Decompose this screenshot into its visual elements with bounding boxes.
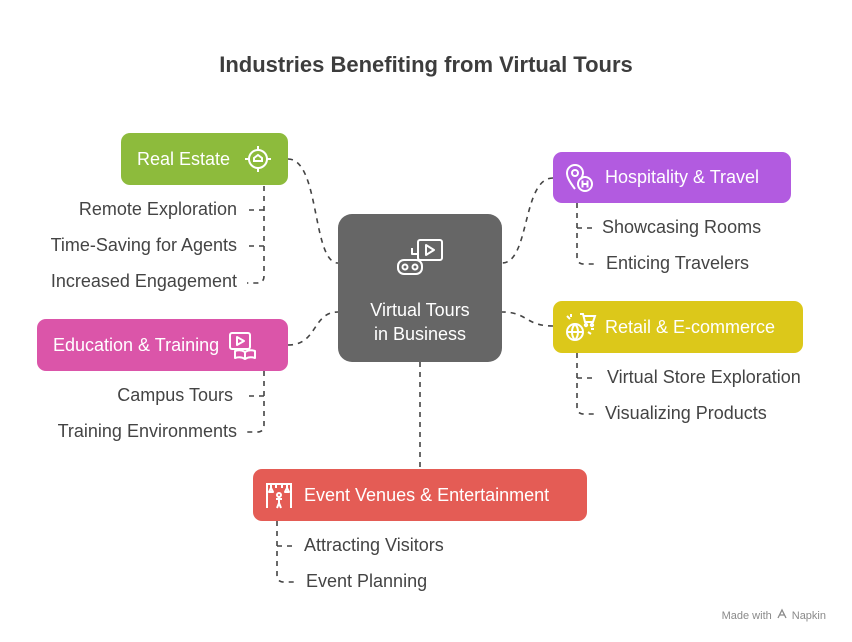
sub-showcasing-rooms: Showcasing Rooms [602, 217, 762, 237]
sub-event-planning: Event Planning [306, 571, 428, 591]
node-hospitality: Hospitality & Travel [553, 152, 791, 203]
footer-brand: Napkin [791, 609, 826, 622]
center-label-line1: Virtual Tours [370, 300, 470, 320]
node-label: Hospitality & Travel [605, 167, 760, 187]
node-retail: Retail & E-commerce [553, 301, 803, 353]
connector-hospitality [501, 177, 554, 264]
napkin-logo-icon [776, 608, 788, 623]
connector-retail [501, 311, 554, 327]
stage-performer-icon [263, 479, 295, 511]
sub-visualizing-products: Visualizing Products [605, 403, 767, 423]
diagram-title: Industries Benefiting from Virtual Tours [219, 52, 633, 77]
node-label: Real Estate [137, 148, 231, 169]
sub-campus-tours: Campus Tours [117, 385, 233, 405]
node-real-estate: Real Estate [121, 133, 288, 185]
vr-headset-screen-icon [394, 236, 446, 288]
sub-increased-engagement: Increased Engagement [50, 271, 237, 291]
globe-cart-icon [563, 310, 597, 344]
home-target-icon [243, 144, 273, 174]
sub-training-environments: Training Environments [57, 421, 237, 441]
node-label: Education & Training [53, 334, 220, 355]
video-book-icon [227, 330, 261, 360]
connector-real-estate [287, 158, 339, 264]
sub-enticing-travelers: Enticing Travelers [606, 253, 750, 273]
node-label: Retail & E-commerce [605, 316, 776, 337]
sub-remote-exploration: Remote Exploration [78, 199, 237, 219]
sub-virtual-store: Virtual Store Exploration [607, 367, 801, 387]
node-events: Event Venues & Entertainment [253, 469, 587, 521]
center-node: Virtual Tours in Business [338, 214, 502, 362]
node-education: Education & Training [37, 319, 288, 371]
node-label: Event Venues & Entertainment [304, 484, 550, 505]
location-hotel-icon [563, 162, 595, 194]
sub-time-saving: Time-Saving for Agents [50, 235, 237, 255]
sub-attracting-visitors: Attracting Visitors [304, 535, 444, 555]
center-label-line2: in Business [373, 324, 467, 344]
footer-made-with: Made with [721, 609, 772, 622]
footer-credit: Made with Napkin [722, 608, 826, 623]
connector-education [287, 311, 339, 346]
